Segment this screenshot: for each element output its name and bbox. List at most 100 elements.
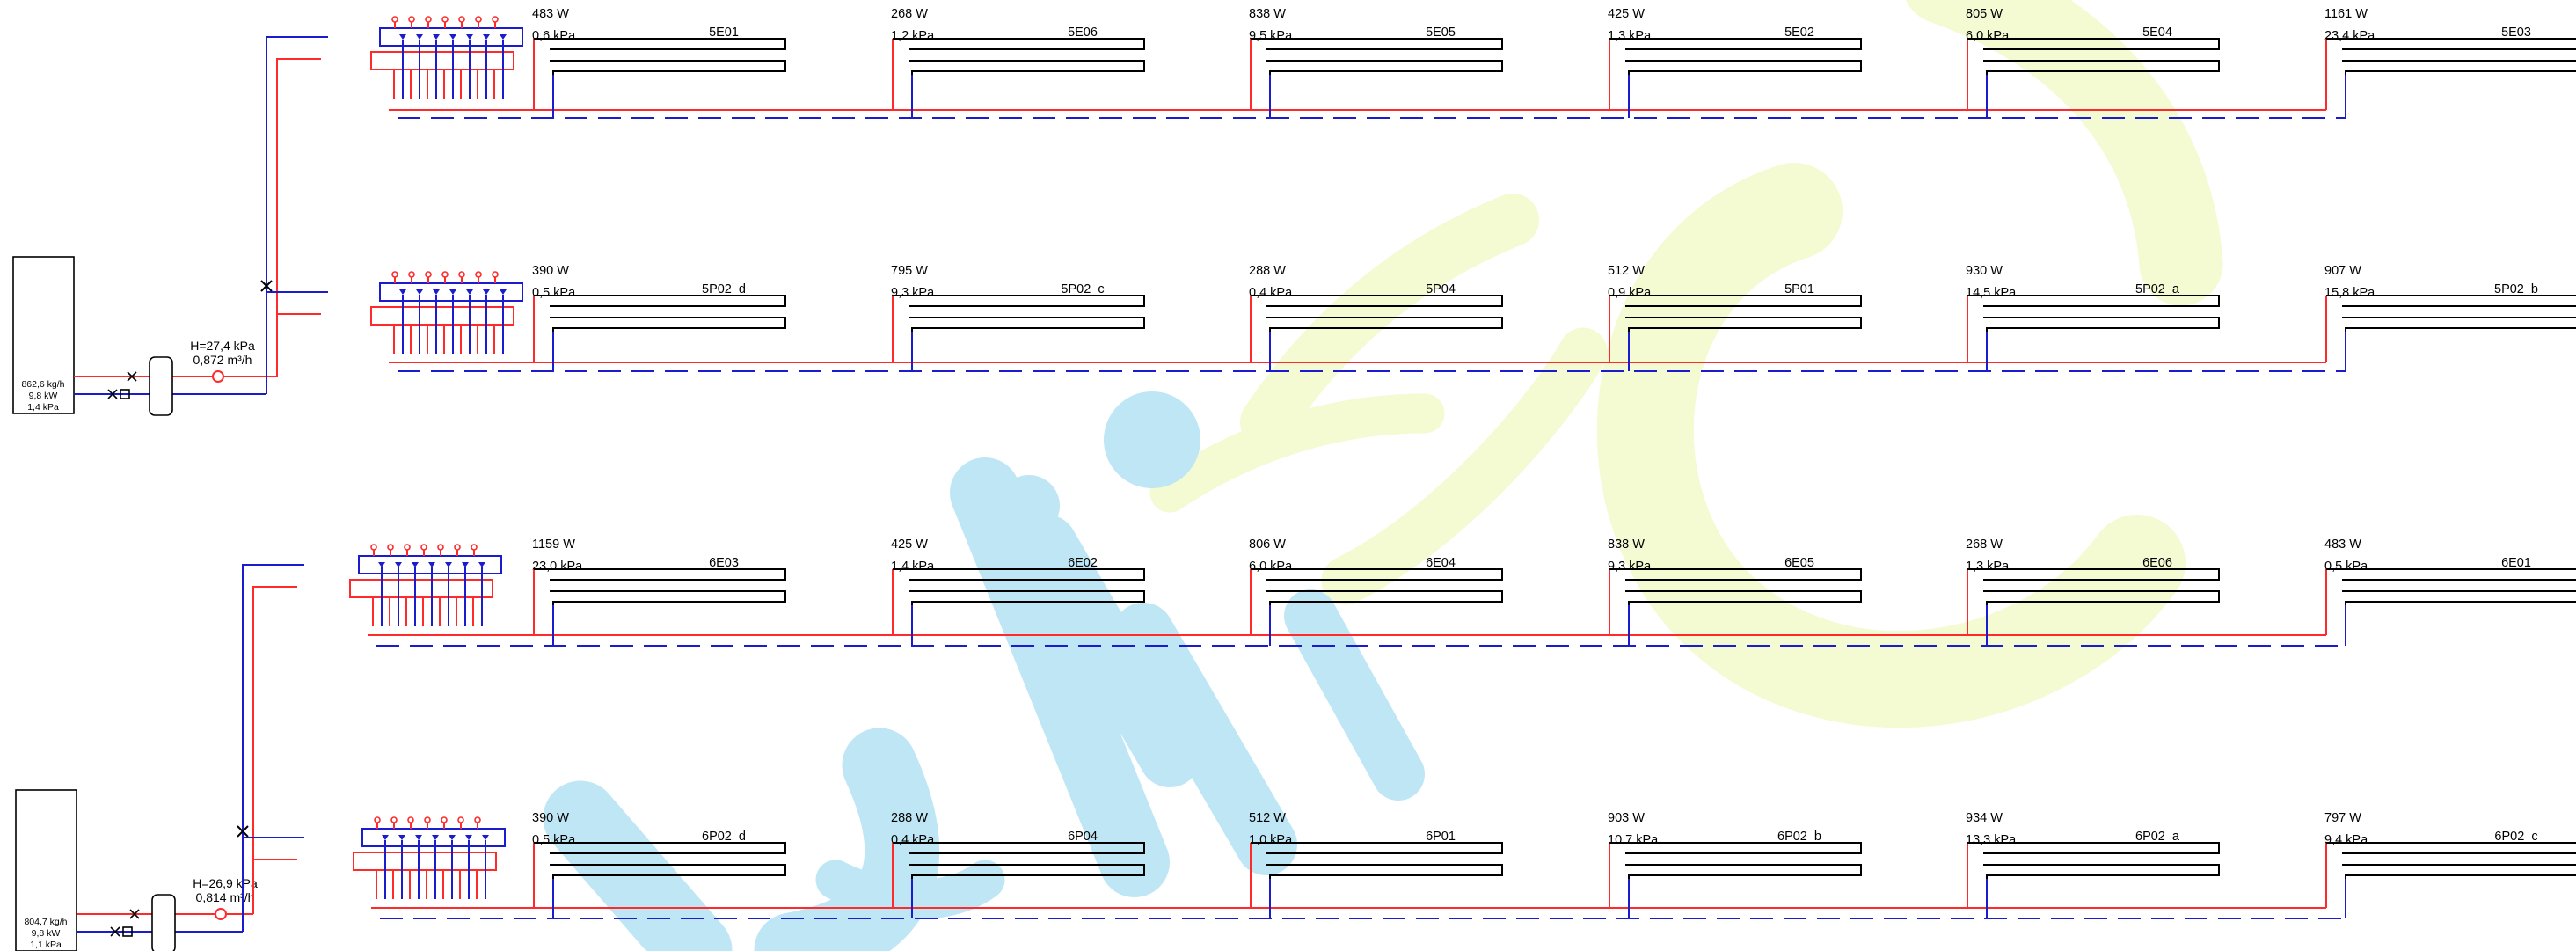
loop-power-label: 483 W — [532, 7, 569, 21]
loop-power-label: 288 W — [891, 811, 928, 825]
pump-flow-label: 0,814 m³/h — [196, 890, 255, 904]
balancing-valve-icon — [387, 544, 394, 551]
loop-power-label: 268 W — [1966, 538, 2003, 552]
hydraulic-separator — [151, 894, 176, 951]
loop-pressure-label: 0,5 kPa — [532, 833, 576, 847]
zone-valve-icon — [483, 34, 490, 40]
loop-pressure-label: 23,4 kPa — [2324, 29, 2375, 43]
loop-pressure-label: 9,3 kPa — [1608, 560, 1652, 574]
loop-pressure-label: 1,2 kPa — [891, 29, 935, 43]
balancing-valve-icon — [437, 544, 444, 551]
loop-pressure-label: 9,4 kPa — [2324, 833, 2368, 847]
zone-valve-icon — [415, 835, 422, 840]
loop-pipe-outer — [1251, 568, 1503, 581]
pump-icon — [215, 908, 227, 920]
loop-name-label: 6P02_a — [2135, 830, 2180, 844]
manifold-supply-bar — [370, 51, 514, 70]
logo-watermark-icon — [543, 0, 2223, 951]
supply-riser — [252, 586, 297, 914]
loop-name-label: 5P01 — [1784, 282, 1814, 296]
loop-power-label: 903 W — [1608, 811, 1645, 825]
loop-pipe-outer — [2326, 38, 2576, 50]
pump-flow-label: 0,872 m³/h — [193, 353, 252, 367]
balancing-valve-icon — [404, 544, 411, 551]
shutoff-valve-icon — [107, 389, 118, 399]
zone-valve-icon — [416, 34, 423, 40]
loop-power-label: 268 W — [891, 7, 928, 21]
loop-power-label: 390 W — [532, 811, 569, 825]
balancing-valve-icon — [408, 16, 415, 23]
shutoff-valve-icon — [110, 926, 120, 937]
zone-valve-icon — [466, 289, 473, 295]
loop-pressure-label: 0,5 kPa — [2324, 560, 2368, 574]
balancing-valve-icon — [425, 16, 432, 23]
loop-pipe-outer — [2326, 568, 2576, 581]
balancing-valve-icon — [441, 271, 449, 278]
loop-pressure-label: 0,5 kPa — [532, 286, 576, 300]
loop-pressure-label: 14,5 kPa — [1966, 286, 2017, 300]
balancing-valve-icon — [408, 271, 415, 278]
manifold — [353, 816, 506, 899]
loop-pipe-outer — [893, 568, 1145, 581]
balancing-valve-icon — [374, 816, 381, 823]
manifold-supply-bar — [353, 852, 497, 871]
balancing-valve-icon — [454, 544, 461, 551]
loop-pipe-outer — [893, 295, 1145, 307]
three-way-valve-icon — [237, 825, 249, 838]
return-riser — [266, 36, 328, 394]
manifold-return-bar — [361, 828, 506, 847]
balancing-valve-icon — [458, 16, 465, 23]
zone-valve-icon — [482, 835, 489, 840]
watermark-dot-2 — [998, 475, 1060, 537]
loop-pipe-outer — [1609, 568, 1862, 581]
loop-pipe-outer — [1251, 38, 1503, 50]
loop-pressure-label: 9,5 kPa — [1249, 29, 1293, 43]
loop-name-label: 5E01 — [709, 26, 739, 40]
loop-power-label: 483 W — [2324, 538, 2361, 552]
manifold — [370, 271, 523, 354]
loop-pressure-label: 1,0 kPa — [1249, 833, 1293, 847]
zone-valve-icon — [399, 289, 406, 295]
loop-pipe-outer — [1609, 842, 1862, 854]
shutoff-valve-icon — [127, 371, 137, 382]
balancing-valve-icon — [420, 544, 427, 551]
zone-valve-icon — [378, 562, 385, 567]
three-way-valve-icon — [260, 280, 273, 292]
loop-pipe-outer — [534, 842, 786, 854]
loop-power-label: 512 W — [1608, 264, 1645, 278]
zone-valve-icon — [500, 34, 507, 40]
balancing-valve-icon — [407, 816, 414, 823]
loop-name-label: 6E05 — [1784, 556, 1814, 570]
loop-name-label: 6E03 — [709, 556, 739, 570]
loop-pressure-label: 10,7 kPa — [1608, 833, 1659, 847]
watermark-dot — [1104, 391, 1200, 488]
manifold-return-bar — [379, 282, 523, 302]
pump-head-label: H=26,9 kPa — [193, 876, 258, 890]
loop-pipe-outer — [1967, 568, 2220, 581]
zone-valve-icon — [445, 562, 452, 567]
balancing-valve-icon — [425, 271, 432, 278]
balancing-valve-icon — [457, 816, 464, 823]
loop-name-label: 5E04 — [2142, 26, 2172, 40]
loop-pipe-outer — [534, 38, 786, 50]
loop-name-label: 5E06 — [1068, 26, 1098, 40]
loop-pressure-label: 9,3 kPa — [891, 286, 935, 300]
boiler-box — [12, 256, 75, 414]
loop-pipe-outer — [2326, 295, 2576, 307]
watermark-green-swirl — [1149, 0, 2223, 728]
